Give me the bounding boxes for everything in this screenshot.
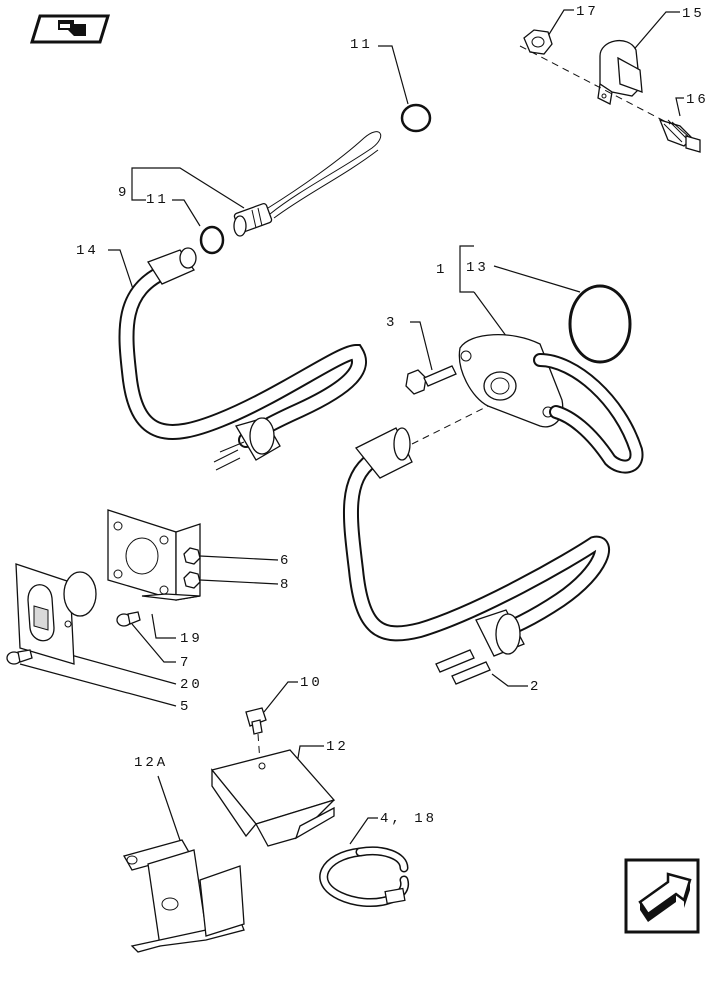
forward-arrow-icon[interactable] xyxy=(624,858,700,934)
callout-11-top: 11 xyxy=(350,37,373,53)
callout-7: 7 xyxy=(180,655,191,671)
callout-10: 10 xyxy=(300,675,323,691)
callout-11-mid: 11 xyxy=(146,192,169,208)
callout-3: 3 xyxy=(386,315,397,331)
o-ring-13 xyxy=(568,284,632,364)
bolt-3 xyxy=(405,365,457,395)
leader-lines xyxy=(19,9,684,853)
bolt-16 xyxy=(658,118,701,153)
back-arrow-icon[interactable] xyxy=(29,14,111,44)
callout-5: 5 xyxy=(180,699,191,715)
callout-8: 8 xyxy=(280,577,291,593)
o-ring-11-top xyxy=(400,103,432,133)
callout-13: 13 xyxy=(466,260,489,276)
callout-19: 19 xyxy=(180,631,203,647)
callout-9: 9 xyxy=(118,185,129,201)
bracket-12a xyxy=(123,839,245,953)
receptacle-1 xyxy=(458,334,644,474)
nut-17 xyxy=(523,29,553,55)
nut-8 xyxy=(183,571,201,589)
callout-14: 14 xyxy=(76,243,99,259)
sensor-9 xyxy=(233,131,382,237)
hose-clamp-4-18 xyxy=(319,846,409,907)
screw-7 xyxy=(116,611,141,627)
callout-4-18: 4, 18 xyxy=(380,811,437,827)
callout-2: 2 xyxy=(530,679,541,695)
o-ring-11-mid xyxy=(199,225,225,255)
screw-10 xyxy=(245,707,267,735)
nut-6 xyxy=(183,547,201,565)
callout-12: 12 xyxy=(326,739,349,755)
socket-20 xyxy=(15,563,97,665)
harness-14 xyxy=(118,247,367,471)
screw-5 xyxy=(6,649,33,665)
clamp-15 xyxy=(597,39,643,105)
callout-6: 6 xyxy=(280,553,291,569)
bracket-12 xyxy=(210,749,336,847)
callout-15: 15 xyxy=(682,6,705,22)
callout-16: 16 xyxy=(686,92,709,108)
callout-17: 17 xyxy=(576,4,599,20)
harness-2 xyxy=(342,427,610,685)
callout-12a: 12A xyxy=(134,755,168,771)
callout-1: 1 xyxy=(436,262,447,278)
callout-20: 20 xyxy=(180,677,203,693)
